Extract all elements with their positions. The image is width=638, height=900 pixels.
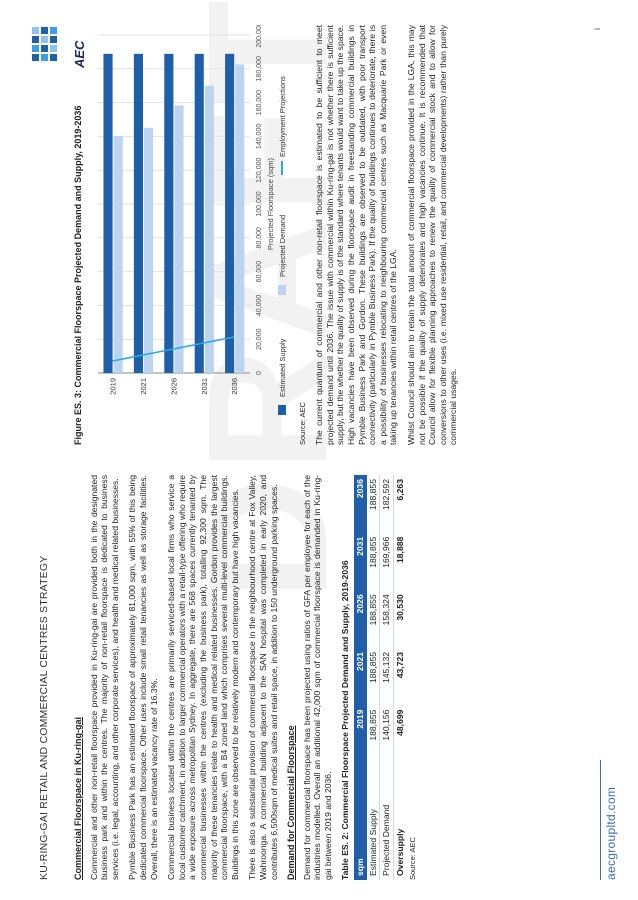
legend-swatch	[277, 405, 286, 415]
table-row: Projected Demand 140,156 145,132 158,324…	[379, 475, 394, 880]
right-column: Figure ES. 3: Commercial Floorspace Proj…	[73, 22, 466, 445]
floorspace-table: sqm 2019 2021 2026 2031 2036 Estimated S…	[354, 475, 407, 880]
paragraph: Whilst Council should aim to retain the …	[405, 25, 459, 445]
bar-projected-demand	[143, 127, 153, 373]
x-tick-label: 180,000	[256, 56, 263, 81]
x-tick-label: 160,000	[256, 90, 263, 115]
table-cell: 182,592	[379, 475, 394, 533]
table-cell: 188,855	[366, 532, 380, 591]
table-header-cell: 2026	[354, 590, 367, 648]
section-heading-demand: Demand for Commercial Floorspace	[286, 725, 297, 880]
bar-projected-demand	[173, 105, 184, 373]
x-tick-label: 120,000	[256, 157, 263, 182]
aec-logo-icon	[28, 23, 70, 65]
table-cell: 30,530	[393, 590, 407, 648]
legend-label: Estimated Supply	[278, 338, 287, 397]
table-source: Source: AEC	[408, 837, 418, 880]
bar-estimated-supply	[103, 53, 113, 373]
left-column: Commercial Floorspace in Ku-ring-gai Com…	[73, 475, 419, 880]
y-category-label: 2021	[139, 378, 148, 395]
x-tick-label: 20,000	[256, 328, 263, 350]
bar-projected-demand	[234, 64, 244, 373]
bar-projected-demand	[204, 85, 214, 373]
table-header-cell: sqm	[354, 763, 367, 880]
x-tick-label: 0	[256, 371, 263, 375]
table-row: Estimated Supply 188,855 188,855 188,855…	[366, 475, 380, 880]
document-header: KU-RING-GAI RETAIL AND COMMERCIAL CENTRE…	[38, 555, 50, 880]
y-category-label: 2031	[199, 378, 208, 395]
y-category-label: 2026	[169, 378, 178, 395]
table-header-row: sqm 2019 2021 2026 2031 2036	[354, 475, 367, 880]
table-cell: 145,132	[379, 647, 394, 706]
table-cell: Estimated Supply	[366, 763, 380, 880]
table-row-total: Oversupply 48,699 43,723 30,530 18,888 6…	[393, 475, 407, 880]
footer-rule	[600, 760, 601, 880]
figure-caption: Figure ES. 3: Commercial Floorspace Proj…	[73, 105, 83, 445]
bar-estimated-supply	[194, 53, 204, 373]
x-tick-label: 60,000	[256, 261, 263, 283]
y-category-label: 2036	[230, 378, 239, 395]
bar-estimated-supply	[133, 53, 143, 373]
x-tick-label: 40,000	[256, 295, 263, 317]
table-cell: 6,263	[393, 475, 407, 533]
paragraph: The current quantum of commercial and ot…	[314, 25, 399, 445]
table-caption: Table ES. 2: Commercial Floorspace Proje…	[340, 560, 351, 880]
table-cell: 158,324	[379, 590, 394, 648]
bar-estimated-supply	[163, 53, 173, 373]
table-header-cell: 2031	[354, 532, 367, 591]
paragraph: Demand for commercial floorspace has bee…	[301, 475, 333, 880]
x-tick-label: 200,000	[256, 25, 263, 48]
y-category-label: 2019	[108, 378, 117, 395]
table-cell: Projected Demand	[379, 763, 394, 880]
footer-url: aecgroupltd.com	[604, 786, 618, 880]
line-employment-projections	[112, 336, 234, 362]
table-cell: 140,156	[379, 705, 394, 764]
table-cell: 43,723	[393, 647, 407, 706]
legend-label: Employment Projections	[278, 76, 287, 157]
table-cell: 169,966	[379, 532, 394, 591]
paragraph: Commercial business located within the c…	[166, 475, 240, 880]
x-tick-label: 100,000	[256, 191, 263, 216]
table-cell: 48,699	[393, 705, 407, 764]
floorspace-chart: 0 20,000 40,000 60,000 80,000 100,000 120,000 1…	[90, 22, 296, 445]
table-cell: 18,888	[393, 532, 407, 591]
legend-label: Projected Demand	[278, 215, 287, 277]
paragraph: There is also a substantial provision of…	[247, 475, 279, 880]
paragraph: Commercial and other non-retail floorspa…	[88, 475, 120, 880]
table-cell: 188,855	[366, 647, 380, 706]
bar-estimated-supply	[224, 53, 234, 373]
bar-projected-demand	[113, 136, 123, 373]
legend-swatch	[277, 285, 286, 295]
table-cell: 188,855	[366, 705, 380, 764]
page-number: i	[592, 28, 602, 30]
x-tick-label: 140,000	[256, 124, 263, 149]
table-cell: 188,855	[366, 590, 380, 648]
figure-source: Source: AEC	[297, 402, 307, 445]
table-header-cell: 2021	[354, 647, 367, 706]
chart-svg: 0 20,000 40,000 60,000 80,000 100,000 120,000 1…	[97, 22, 287, 415]
x-axis-label: Projected Floorspace (sqm)	[266, 157, 275, 250]
x-tick-label: 80,000	[256, 227, 263, 249]
paragraph: Pymble Business Park has an estimated fl…	[127, 475, 159, 880]
section-heading-commercial-floorspace: Commercial Floorspace in Ku-ring-gai	[73, 716, 83, 880]
table-cell: Oversupply	[393, 763, 407, 880]
table-header-cell: 2019	[354, 705, 367, 764]
table-cell: 188,855	[366, 475, 380, 533]
table-header-cell: 2036	[354, 475, 367, 533]
